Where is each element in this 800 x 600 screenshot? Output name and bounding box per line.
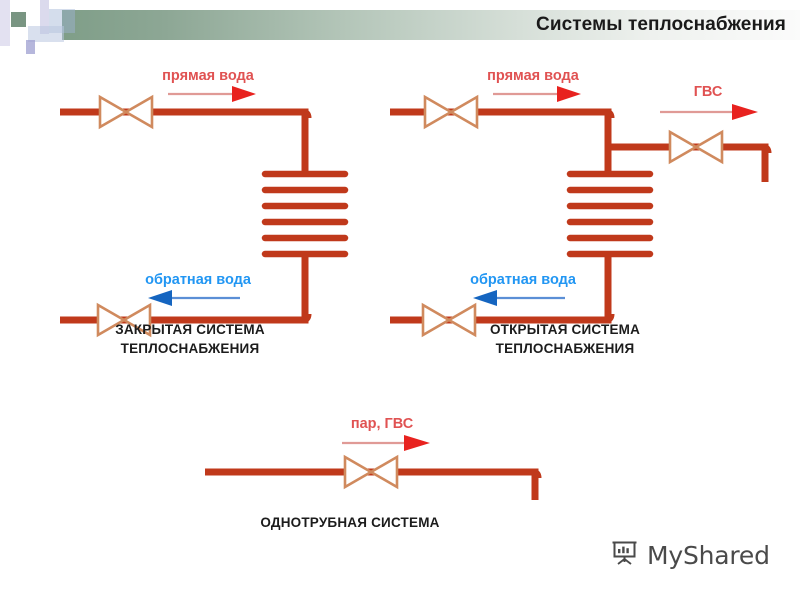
pipe-supply-closed — [60, 108, 309, 172]
valve-supply-open[interactable] — [423, 94, 479, 130]
caption-closed-line1: ЗАКРЫТАЯ СИСТЕМА — [115, 322, 265, 337]
page-title: Системы теплоснабжения — [536, 14, 786, 35]
pipe-return-elbow — [301, 313, 312, 324]
heat-exchanger-open — [566, 170, 654, 258]
label-supply-water: прямая вода — [487, 68, 580, 84]
heat-exchanger-closed — [261, 170, 349, 258]
header-accent-square-lavender-strip — [40, 0, 49, 34]
steam-flow-arrow — [342, 435, 430, 451]
dhw-flow-arrow — [660, 104, 758, 120]
valve-single-pipe[interactable] — [343, 454, 399, 490]
presentation-board-icon — [610, 538, 640, 573]
slide-header: Системы теплоснабжения — [0, 0, 800, 54]
header-accent-square-blue — [28, 26, 64, 42]
pipe-supply-elbow — [301, 108, 312, 119]
supply-flow-arrow — [168, 86, 256, 102]
return-flow-arrow — [473, 290, 565, 306]
pipe-supply-open — [390, 108, 612, 172]
header-accent-square-green — [11, 12, 26, 27]
caption-open-system: ОТКРЫТАЯ СИСТЕМА ТЕПЛОСНАБЖЕНИЯ — [400, 320, 730, 358]
diagram-closed-system: прямая вода — [40, 52, 380, 372]
valve-return-open[interactable] — [421, 302, 477, 338]
diagram-single-pipe-system: пар, ГВС — [170, 400, 590, 550]
header-gradient-bar — [62, 10, 800, 40]
pipe-single — [205, 468, 539, 500]
caption-closed-system: ЗАКРЫТАЯ СИСТЕМА ТЕПЛОСНАБЖЕНИЯ — [40, 320, 340, 358]
pipe-single-elbow — [531, 468, 542, 479]
valve-dhw[interactable] — [668, 129, 724, 165]
label-steam-dhw: пар, ГВС — [351, 416, 414, 432]
label-supply-water: прямая вода — [162, 68, 255, 84]
watermark-text: MyShared — [647, 540, 770, 570]
return-flow-arrow — [148, 290, 240, 306]
pipe-dhw-elbow — [761, 143, 772, 154]
header-accent-square-lavender-bottom — [26, 40, 35, 54]
label-return-water: обратная вода — [145, 272, 252, 288]
valve-return-closed[interactable] — [96, 302, 152, 338]
supply-flow-arrow — [493, 86, 581, 102]
caption-single-pipe-system: ОДНОТРУБНАЯ СИСТЕМА — [170, 513, 530, 532]
diagram-open-system: прямая вода ГВС — [380, 52, 790, 372]
label-dhw: ГВС — [694, 84, 723, 100]
caption-open-line1: ОТКРЫТАЯ СИСТЕМА — [489, 322, 641, 337]
myshared-watermark: MyShared — [610, 538, 770, 573]
caption-closed-line2: ТЕПЛОСНАБЖЕНИЯ — [120, 341, 260, 356]
caption-single-line1: ОДНОТРУБНАЯ СИСТЕМА — [260, 515, 440, 530]
header-accent-square-lavender-left — [0, 0, 10, 46]
caption-open-line2: ТЕПЛОСНАБЖЕНИЯ — [495, 341, 635, 356]
label-return-water: обратная вода — [470, 272, 577, 288]
pipe-return-elbow — [604, 313, 615, 324]
pipe-supply-elbow — [604, 108, 615, 119]
valve-supply-closed[interactable] — [98, 94, 154, 130]
